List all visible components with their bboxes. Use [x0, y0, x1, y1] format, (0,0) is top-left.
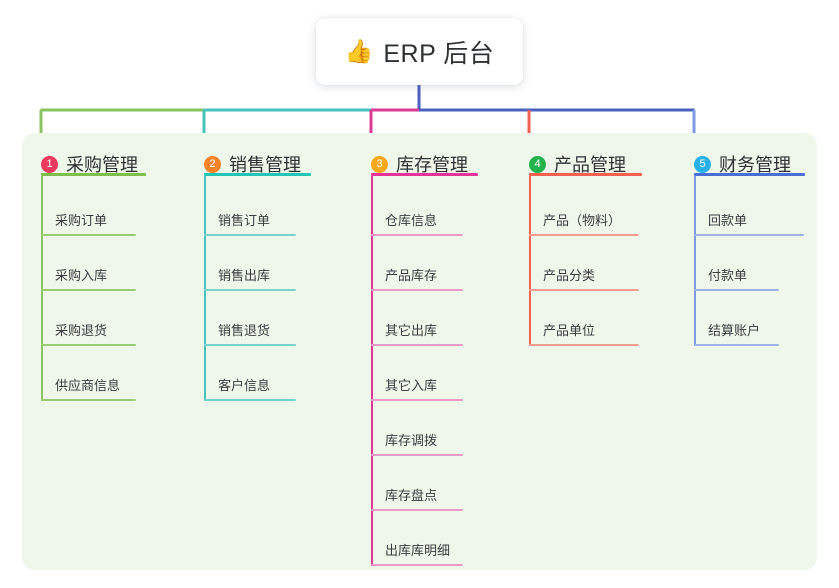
list-item-rule [204, 289, 296, 291]
list-item[interactable]: 其它入库 [385, 378, 438, 393]
thumbs-up-icon: 👍 [344, 38, 374, 64]
list-item-rule [41, 399, 136, 401]
list-item[interactable]: 产品（物料） [543, 213, 622, 228]
root-node-erp-backend[interactable]: 👍 ERP 后台 [316, 18, 523, 85]
list-item-rule [371, 509, 463, 511]
list-item-rule [371, 564, 463, 566]
root-node-label: ERP 后台 [383, 39, 495, 68]
list-item-rule [371, 289, 463, 291]
list-item[interactable]: 仓库信息 [385, 213, 438, 228]
branch-header-4[interactable]: 4 产品管理 [529, 151, 626, 177]
list-item[interactable]: 库存盘点 [385, 488, 438, 503]
branch-header-3[interactable]: 3 库存管理 [371, 151, 468, 177]
branch-badge-2: 2 [204, 155, 221, 173]
branch-title-2: 销售管理 [229, 155, 301, 175]
branch-title-4: 产品管理 [554, 155, 626, 175]
branch-header-rule-3 [371, 173, 478, 176]
list-item[interactable]: 其它出库 [385, 323, 438, 338]
list-item-rule [41, 344, 136, 346]
branch-header-1[interactable]: 1 采购管理 [41, 151, 138, 177]
branch-header-rule-4 [529, 173, 642, 176]
list-item[interactable]: 销售出库 [218, 268, 271, 283]
branch-spine-2 [204, 176, 206, 401]
branch-badge-1: 1 [41, 155, 58, 173]
branch-header-rule-5 [694, 173, 805, 176]
list-item-rule [694, 344, 779, 346]
branch-spine-1 [41, 176, 43, 401]
list-item[interactable]: 产品单位 [543, 323, 596, 338]
list-item-rule [694, 234, 804, 236]
branch-title-3: 库存管理 [396, 155, 468, 175]
list-item-rule [529, 234, 639, 236]
list-item-rule [41, 234, 136, 236]
branch-spine-3 [371, 176, 373, 566]
branch-header-rule-2 [204, 173, 311, 176]
branch-badge-5: 5 [694, 155, 711, 173]
list-item[interactable]: 采购入库 [55, 268, 108, 283]
list-item-rule [694, 289, 779, 291]
list-item-rule [529, 289, 639, 291]
list-item[interactable]: 结算账户 [708, 323, 761, 338]
branch-spine-4 [529, 176, 531, 346]
list-item[interactable]: 付款单 [708, 268, 748, 283]
list-item[interactable]: 产品库存 [385, 268, 438, 283]
branch-header-rule-1 [41, 173, 146, 176]
branch-title-1: 采购管理 [66, 155, 138, 175]
list-item-rule [371, 344, 463, 346]
list-item-rule [371, 454, 463, 456]
list-item[interactable]: 出库库明细 [385, 543, 451, 558]
list-item-rule [204, 344, 296, 346]
list-item[interactable]: 客户信息 [218, 378, 271, 393]
list-item-rule [204, 399, 296, 401]
list-item[interactable]: 供应商信息 [55, 378, 121, 393]
list-item[interactable]: 库存调拨 [385, 433, 438, 448]
list-item[interactable]: 产品分类 [543, 268, 596, 283]
branch-header-2[interactable]: 2 销售管理 [204, 151, 301, 177]
branch-spine-5 [694, 176, 696, 346]
list-item-rule [371, 399, 463, 401]
list-item-rule [371, 234, 463, 236]
branch-header-5[interactable]: 5 财务管理 [694, 151, 791, 177]
branch-badge-3: 3 [371, 155, 388, 173]
branch-title-5: 财务管理 [719, 155, 791, 175]
list-item-rule [529, 344, 639, 346]
list-item[interactable]: 销售订单 [218, 213, 271, 228]
branch-badge-4: 4 [529, 155, 546, 173]
list-item[interactable]: 采购退货 [55, 323, 108, 338]
list-item[interactable]: 采购订单 [55, 213, 108, 228]
list-item-rule [41, 289, 136, 291]
list-item[interactable]: 销售退货 [218, 323, 271, 338]
branches-panel [22, 133, 817, 570]
list-item-rule [204, 234, 296, 236]
list-item[interactable]: 回款单 [708, 213, 748, 228]
